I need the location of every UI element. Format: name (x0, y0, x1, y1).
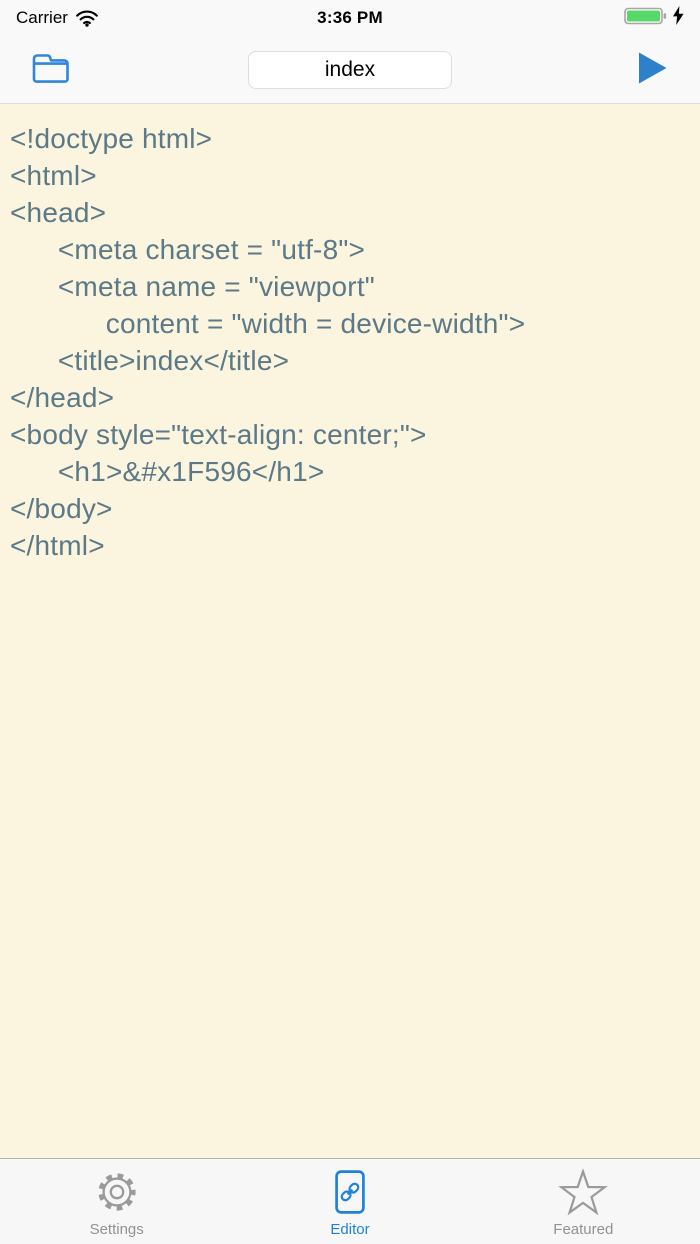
status-right (624, 6, 684, 30)
play-icon (637, 51, 668, 88)
code-line: <meta charset = "utf-8"> (10, 234, 366, 265)
tab-label-editor: Editor (330, 1221, 370, 1238)
carrier-label: Carrier (16, 8, 68, 27)
charging-bolt-icon (673, 6, 684, 30)
gear-icon (93, 1168, 141, 1216)
run-button[interactable] (637, 51, 668, 88)
code-line: <!doctype html> (10, 123, 213, 154)
code-line: <h1>&#x1F596</h1> (10, 456, 325, 487)
open-file-button[interactable] (32, 53, 69, 86)
code-line: </body> (10, 493, 113, 524)
code-line: </head> (10, 382, 115, 413)
code-line: <title>index</title> (10, 345, 290, 376)
code-line: content = "width = device-width"> (10, 308, 526, 339)
status-left: Carrier (16, 8, 98, 28)
code-line: <body style="text-align: center;"> (10, 419, 427, 450)
tab-featured[interactable]: Featured (467, 1159, 700, 1244)
tab-label-featured: Featured (553, 1221, 614, 1238)
link-document-icon (335, 1168, 365, 1216)
code-line: <meta name = "viewport" (10, 271, 375, 302)
code-line: <head> (10, 197, 107, 228)
tab-bar: Settings Editor Fea (0, 1158, 700, 1244)
status-bar: Carrier 3:36 PM (0, 0, 700, 36)
tab-editor[interactable]: Editor (233, 1159, 466, 1244)
wifi-icon (76, 10, 98, 27)
toolbar (0, 36, 700, 103)
folder-icon (32, 53, 69, 86)
filename-field[interactable] (248, 50, 452, 89)
code-editor[interactable]: <!doctype html> <html> <head> <meta charse… (0, 104, 700, 1158)
code-line: <html> (10, 160, 97, 191)
clock: 3:36 PM (317, 8, 383, 27)
tab-label-settings: Settings (89, 1221, 144, 1238)
tab-settings[interactable]: Settings (0, 1159, 233, 1244)
star-icon (558, 1168, 609, 1216)
code-line: </html> (10, 530, 105, 561)
top-bar: Carrier 3:36 PM (0, 0, 700, 104)
battery-icon (624, 7, 668, 30)
